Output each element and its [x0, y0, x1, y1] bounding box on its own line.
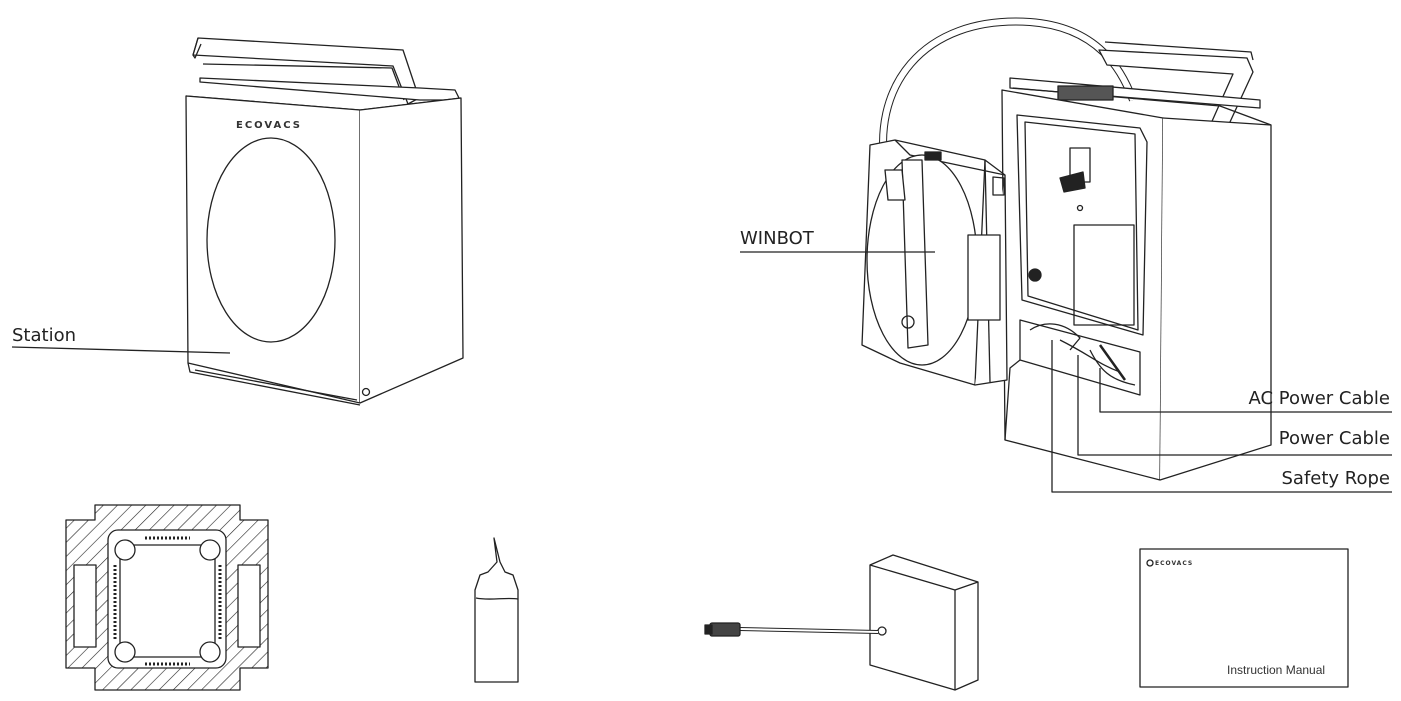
- power-cable-label: Power Cable: [1278, 428, 1390, 449]
- station-label: Station: [12, 325, 76, 346]
- bottle-illustration: [474, 537, 519, 683]
- station-illustration: [185, 37, 464, 406]
- winbot-label: WINBOT: [740, 228, 814, 249]
- power-adapter-illustration: [704, 554, 979, 691]
- winbot-station-illustration: [861, 17, 1272, 481]
- ac-power-cable-label: AC Power Cable: [1248, 388, 1390, 409]
- instruction-manual-illustration: [1139, 548, 1349, 688]
- leader-lines: [11, 251, 1392, 493]
- station-brand-logo: ECOVACS: [236, 120, 302, 131]
- cleaning-pad-illustration: [65, 504, 269, 691]
- manual-brand-logo: ECOVACS: [1155, 560, 1194, 567]
- safety-rope-label: Safety Rope: [1281, 468, 1390, 489]
- manual-title: Instruction Manual: [1227, 663, 1326, 677]
